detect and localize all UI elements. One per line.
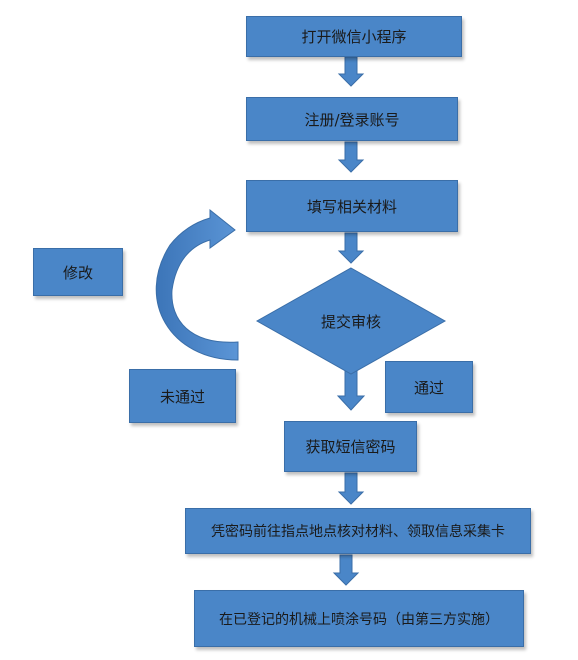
arrow-down-1 (337, 56, 365, 87)
arrow-down-5 (337, 472, 365, 505)
step-spray-code: 在已登记的机械上喷涂号码（由第三方实施） (194, 590, 524, 647)
step-get-sms-code-label: 获取短信密码 (305, 438, 396, 456)
submit-review-diamond (255, 267, 447, 375)
step-register-login-label: 注册/登录账号 (304, 110, 400, 129)
loop-back-curved-arrow (155, 208, 239, 361)
label-passed: 通过 (385, 361, 473, 413)
label-not-passed-text: 未通过 (159, 387, 205, 406)
step-register-login: 注册/登录账号 (246, 97, 458, 141)
step-go-to-site: 凭密码前往指点地点核对材料、领取信息采集卡 (185, 508, 531, 554)
label-modify-text: 修改 (62, 263, 93, 282)
step-spray-code-label: 在已登记的机械上喷涂号码（由第三方实施） (219, 611, 499, 628)
step-fill-materials-label: 填写相关材料 (306, 197, 397, 216)
arrow-down-3 (337, 232, 365, 264)
arrow-down-2 (337, 141, 365, 173)
arrow-down-4 (336, 369, 366, 411)
step-fill-materials: 填写相关材料 (246, 180, 458, 232)
step-get-sms-code: 获取短信密码 (284, 421, 417, 472)
submit-review-label: 提交审核 (320, 313, 381, 331)
label-modify: 修改 (33, 248, 123, 296)
label-passed-text: 通过 (413, 378, 444, 397)
label-not-passed: 未通过 (129, 369, 236, 423)
arrow-down-6 (332, 554, 360, 586)
step-open-miniprogram: 打开微信小程序 (246, 16, 462, 57)
step-go-to-site-label: 凭密码前往指点地点核对材料、领取信息采集卡 (211, 524, 505, 540)
step-open-miniprogram-label: 打开微信小程序 (301, 28, 407, 46)
